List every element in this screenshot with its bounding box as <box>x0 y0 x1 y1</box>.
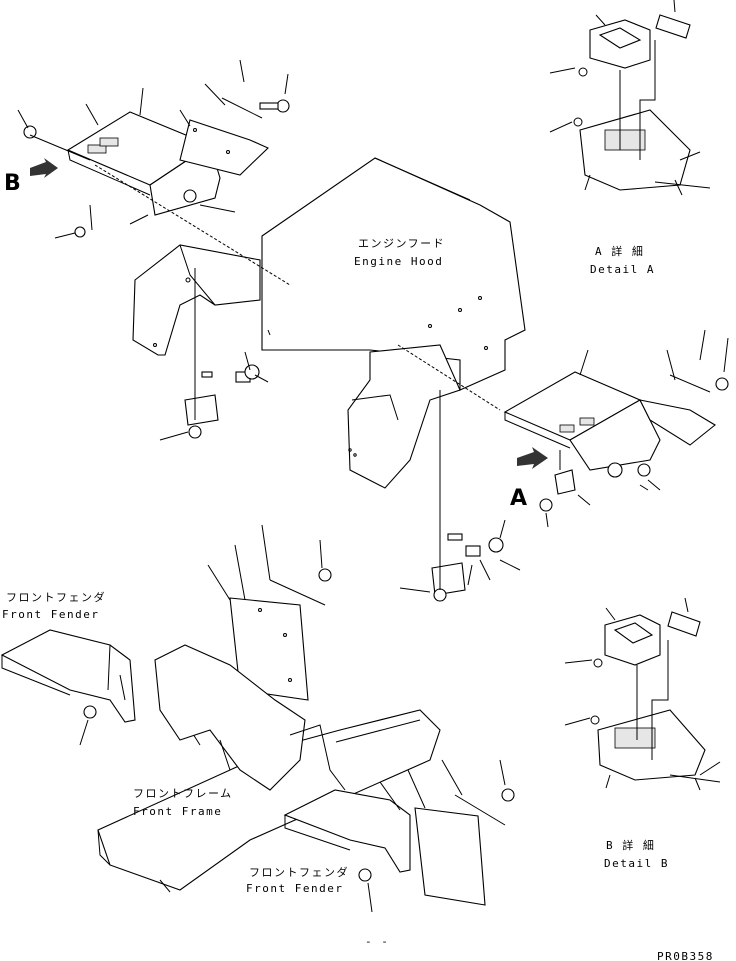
left-hinge-bracket <box>159 268 269 441</box>
center-hinge-bracket <box>399 390 521 602</box>
front-fender-left-label-en: Front Fender <box>2 608 99 621</box>
bolt-icon <box>23 99 290 238</box>
engine-hood-label-jp: エンジンフード <box>358 237 445 250</box>
engine-hood <box>261 157 526 391</box>
hood-front-panel <box>347 344 461 489</box>
drawing-number: PR0B358 <box>657 950 714 961</box>
left-side-panel <box>132 244 261 356</box>
fender-mud-flap-bottom <box>379 759 515 906</box>
view-a-arrow-icon <box>517 447 548 469</box>
front-fender-bottom <box>283 789 411 913</box>
front-fender-left-label-jp: フロントフェンダ <box>6 590 106 604</box>
front-frame-label-jp: フロントフレーム <box>133 787 233 800</box>
detail-a-drawing <box>549 0 711 196</box>
right-latch <box>539 450 591 528</box>
detail-b-label-jp: B 詳 細 <box>606 838 655 852</box>
detail-b-drawing <box>564 597 721 791</box>
fender-mud-flap-left <box>207 524 332 701</box>
front-fender-bottom-label-jp: フロントフェンダ <box>249 865 349 879</box>
detail-a-label-en: Detail A <box>590 263 655 276</box>
view-marker-a: A <box>510 486 527 511</box>
detail-a-label-jp: A 詳 細 <box>595 244 644 258</box>
front-frame-label-en: Front Frame <box>133 805 222 818</box>
top-left-plate <box>179 97 269 176</box>
engine-hood-label-en: Engine Hood <box>354 255 443 268</box>
right-plate <box>579 329 729 491</box>
detail-b-label-en: Detail B <box>604 857 669 870</box>
view-marker-b: B <box>4 171 21 196</box>
view-b-arrow-icon <box>30 158 58 178</box>
front-fender-bottom-label-en: Front Fender <box>246 882 343 895</box>
page-mark: - - <box>365 935 389 948</box>
front-frame <box>97 644 441 893</box>
